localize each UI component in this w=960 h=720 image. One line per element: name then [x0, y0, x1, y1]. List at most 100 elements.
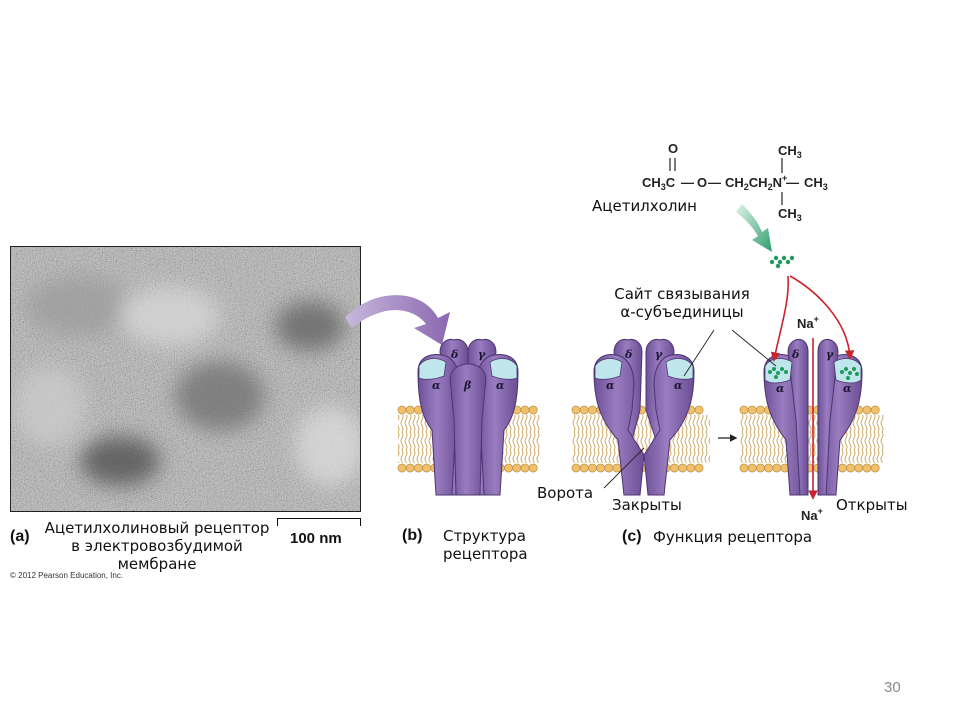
lipid-head	[504, 463, 513, 473]
membrane-c-open	[739, 405, 884, 473]
acetylcholine-arrow	[736, 204, 772, 252]
formula-ch3-bottom: CH3	[778, 206, 802, 223]
lipid-head	[520, 463, 530, 473]
panel-c-letter: (c)	[622, 528, 642, 545]
receptor-open: δ γ α α	[763, 339, 863, 496]
lipid-head	[528, 405, 538, 415]
lipid-head	[756, 405, 765, 415]
lipid-head	[422, 463, 431, 473]
subunit-alpha-b-right: α	[496, 379, 505, 392]
lipid-head	[739, 463, 749, 473]
lipid-head	[764, 463, 773, 473]
lipid-head	[604, 463, 614, 473]
copyright-text: © 2012 Pearson Education, Inc.	[10, 571, 124, 580]
receptor-closed: δ γ α α	[593, 339, 695, 496]
lipid-head	[739, 405, 749, 415]
ion-arrow-left	[770, 275, 790, 362]
formula-ch3-top: CH3	[778, 143, 802, 160]
subunit-gamma-open: γ	[826, 348, 834, 361]
lipid-head	[571, 463, 581, 473]
micrograph-image	[10, 246, 365, 512]
lipid-head	[588, 463, 597, 473]
subunit-delta-b: δ	[450, 348, 458, 361]
lipid-head	[772, 463, 782, 473]
binding-site-label-1: Сайт связывания	[614, 285, 750, 303]
panel-b-caption-2: рецептора	[443, 545, 528, 563]
gate-label: Ворота	[537, 484, 594, 502]
binding-site-label-2: α-субъединицы	[620, 303, 744, 321]
ion-arrow-right	[789, 275, 855, 360]
lipid-head	[413, 463, 423, 473]
free-acetylcholine	[769, 255, 795, 269]
binding-site-pointer-right	[731, 329, 777, 367]
gate-pointer	[603, 447, 645, 489]
subunit-alpha-b-left: α	[432, 379, 441, 392]
binding-site-pointer-left	[683, 329, 715, 377]
lipid-head	[397, 405, 407, 415]
panel-b-caption-1: Структура	[443, 527, 526, 545]
page-number: 30	[884, 679, 901, 696]
subunit-gamma-closed: γ	[655, 348, 663, 361]
scale-label: 100 nm	[290, 530, 342, 547]
lipid-head	[397, 463, 407, 473]
formula-ch3-right: CH3	[804, 175, 828, 192]
lipid-head	[747, 463, 757, 473]
lipid-head	[520, 405, 530, 415]
subunit-gamma-b: γ	[478, 348, 486, 361]
lipid-head	[694, 405, 704, 415]
lipid-head	[870, 463, 880, 473]
subunit-alpha-open-right: α	[843, 382, 852, 395]
receptor-structure: δ γ α α β	[417, 339, 519, 496]
lipid-head	[678, 463, 687, 473]
ion-label-bottom: Na+	[801, 506, 823, 523]
lipid-head	[756, 463, 765, 473]
panel-b-letter: (b)	[402, 527, 423, 544]
lipid-head	[862, 463, 872, 473]
subunit-alpha-open-left: α	[776, 382, 785, 395]
acetylcholine-label: Ацетилхолин	[592, 197, 697, 215]
panel-c-caption: Функция рецептора	[653, 528, 813, 546]
lipid-head	[405, 463, 415, 473]
formula-dash-2: —	[708, 175, 721, 190]
pointer-arrow	[345, 295, 450, 345]
lipid-head	[854, 463, 864, 473]
lipid-head	[528, 463, 538, 473]
lipid-head	[747, 405, 757, 415]
lipid-head	[838, 463, 847, 473]
formula-dash-1: —	[681, 175, 694, 190]
panel-a-caption-1: Ацетилхолиновый рецептор	[44, 519, 270, 537]
acetylcholine-formula: O CH3C — O — CH2CH2N+ — CH3 CH3 CH3	[642, 141, 828, 223]
lipid-head	[571, 405, 581, 415]
formula-dash-3: —	[786, 175, 799, 190]
subunit-delta-open: δ	[791, 348, 799, 361]
panel-a-caption-3: мембране	[117, 555, 197, 573]
lipid-head	[512, 463, 522, 473]
formula-o-mid: O	[697, 175, 707, 190]
lipid-head	[670, 463, 679, 473]
lipid-head	[862, 405, 872, 415]
lipid-head	[846, 463, 855, 473]
formula-ch3-left: CH3C	[642, 175, 676, 192]
subunit-beta-b: β	[463, 379, 472, 392]
lipid-head	[588, 405, 597, 415]
open-label: Открыты	[836, 496, 908, 514]
formula-o-top: O	[668, 141, 678, 156]
lipid-head	[579, 463, 589, 473]
lipid-head	[612, 463, 622, 473]
lipid-head	[686, 463, 696, 473]
bound-acetylcholine-left	[768, 367, 788, 379]
lipid-head	[579, 405, 589, 415]
lipid-head	[694, 463, 704, 473]
closed-label: Закрыты	[612, 496, 682, 514]
subunit-delta-closed: δ	[624, 348, 632, 361]
lipid-head	[870, 405, 880, 415]
panel-a-caption-2: в электровозбудимой	[71, 537, 243, 555]
bound-acetylcholine-right	[840, 367, 859, 380]
formula-ch2ch2: CH2CH2N+	[725, 173, 787, 192]
micrograph-svg	[10, 246, 365, 512]
lipid-head	[405, 405, 415, 415]
scale-bar	[277, 518, 361, 526]
lipid-head	[596, 463, 605, 473]
